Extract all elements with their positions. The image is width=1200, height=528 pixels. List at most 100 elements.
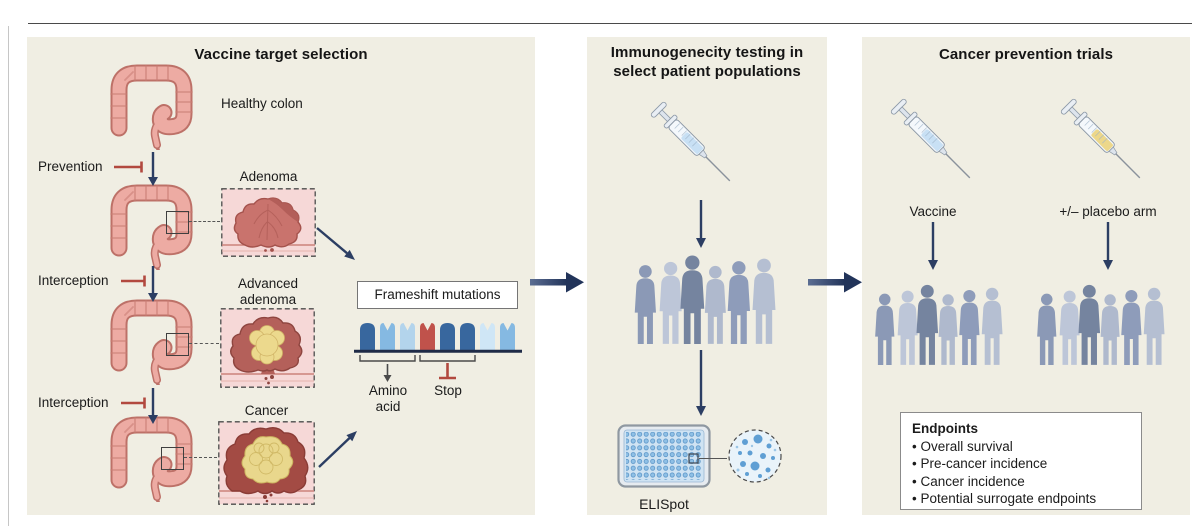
inhibition-bar-icon bbox=[114, 161, 143, 173]
person-silhouette bbox=[659, 261, 682, 344]
healthy-colon-label: Healthy colon bbox=[221, 96, 303, 111]
peptide-block-medium bbox=[380, 323, 395, 350]
person-silhouette bbox=[938, 294, 958, 365]
person-silhouette bbox=[1037, 293, 1057, 365]
peptide-block-medium bbox=[500, 323, 515, 350]
middle-title-line2: select patient populations bbox=[613, 63, 801, 80]
person-silhouette bbox=[981, 287, 1003, 365]
down-arrow-icon bbox=[148, 266, 158, 302]
peptide-block-red bbox=[420, 323, 435, 350]
callout-dash-line bbox=[189, 221, 220, 222]
bullet: • bbox=[912, 491, 917, 506]
down-arrow-icon bbox=[696, 200, 706, 248]
middle-panel-title: Immunogenecity testing in select patient… bbox=[587, 43, 827, 81]
colon-icon bbox=[110, 299, 193, 385]
advanced-adenoma-illustration bbox=[220, 308, 315, 388]
peptide-block-dark bbox=[440, 323, 455, 350]
person-silhouette bbox=[752, 258, 776, 344]
down-arrow-icon bbox=[1103, 222, 1113, 270]
callout-dash-line bbox=[184, 457, 217, 458]
down-arrow-icon bbox=[148, 152, 158, 186]
peptide-block-pale bbox=[480, 323, 495, 350]
inhibition-bar-icon bbox=[121, 275, 146, 287]
small-down-arrow-icon bbox=[383, 375, 392, 382]
person-silhouette bbox=[1078, 284, 1101, 365]
stop-label: Stop bbox=[434, 383, 462, 398]
amino-acid-line1: Amino bbox=[368, 383, 408, 398]
bracket-amino-acid bbox=[359, 355, 416, 362]
person-silhouette bbox=[916, 284, 939, 365]
person-silhouette bbox=[959, 289, 980, 365]
advanced-adenoma-line2: adenoma bbox=[239, 292, 297, 307]
interception-label-1: Interception bbox=[38, 273, 109, 288]
endpoint-item: • Cancer incidence bbox=[912, 473, 1130, 491]
person-silhouette bbox=[1143, 287, 1165, 365]
amino-acid-label: Amino acid bbox=[356, 383, 420, 415]
cancer-label: Cancer bbox=[244, 403, 289, 418]
person-silhouette bbox=[727, 261, 750, 344]
peptide-block-dark bbox=[360, 323, 375, 350]
interception-label-2: Interception bbox=[38, 395, 109, 410]
elispot-plate-icon bbox=[617, 424, 711, 488]
endpoint-item: • Pre-cancer incidence bbox=[912, 455, 1130, 473]
prevention-label: Prevention bbox=[38, 159, 103, 174]
down-arrow-icon bbox=[148, 388, 158, 424]
diagonal-arrow-icon bbox=[318, 431, 357, 468]
cancer-illustration bbox=[218, 421, 315, 505]
syringe-icon bbox=[890, 98, 971, 179]
people-crowd-icon bbox=[875, 284, 1003, 365]
callout-line bbox=[699, 458, 727, 459]
person-silhouette bbox=[1059, 290, 1080, 365]
vaccine-label: Vaccine bbox=[909, 204, 957, 219]
peptide-block-dark bbox=[460, 323, 475, 350]
top-rule bbox=[28, 23, 1192, 24]
endpoint-text: Potential surrogate endpoints bbox=[920, 491, 1097, 506]
well-callout-square bbox=[688, 453, 699, 464]
bullet: • bbox=[912, 438, 917, 454]
bullet: • bbox=[912, 473, 917, 489]
down-arrow-icon bbox=[928, 222, 938, 270]
right-flow-arrow-icon bbox=[808, 272, 862, 293]
placebo-arm-label: +/– placebo arm bbox=[1059, 204, 1157, 219]
endpoint-text: Overall survival bbox=[920, 438, 1013, 454]
callout-dash-line bbox=[189, 343, 219, 344]
colon-icon bbox=[110, 416, 193, 502]
endpoints-box: Endpoints • Overall survival • Pre-cance… bbox=[900, 412, 1142, 510]
person-silhouette bbox=[1100, 294, 1120, 365]
colon-icon bbox=[110, 184, 193, 270]
adenoma-label: Adenoma bbox=[239, 169, 298, 184]
person-silhouette bbox=[875, 293, 895, 365]
people-crowd-icon bbox=[1037, 284, 1165, 365]
person-silhouette bbox=[680, 255, 705, 344]
right-panel-title: Cancer prevention trials bbox=[938, 46, 1114, 63]
adenoma-illustration bbox=[221, 188, 316, 257]
people-crowd-icon bbox=[634, 255, 776, 344]
frameshift-mutations-box: Frameshift mutations bbox=[357, 281, 518, 309]
peptide-block-light bbox=[400, 323, 415, 350]
peptide-sequence-diagram bbox=[354, 323, 522, 382]
left-edge-line bbox=[8, 26, 9, 526]
endpoints-title: Endpoints bbox=[912, 421, 978, 436]
colon-icon bbox=[110, 64, 193, 150]
person-silhouette bbox=[704, 265, 726, 344]
person-silhouette bbox=[634, 265, 656, 344]
zoom-callout-square bbox=[161, 447, 184, 470]
endpoint-text: Pre-cancer incidence bbox=[920, 456, 1048, 471]
inhibition-bar-icon bbox=[121, 397, 146, 409]
right-flow-arrow-icon bbox=[530, 272, 584, 293]
endpoint-item: • Potential surrogate endpoints bbox=[912, 490, 1130, 508]
endpoint-item: • Overall survival bbox=[912, 438, 1130, 456]
bracket-stop bbox=[419, 355, 476, 362]
amino-acid-line2: acid bbox=[375, 399, 401, 414]
bullet: • bbox=[912, 456, 917, 471]
syringe-icon bbox=[650, 101, 731, 182]
middle-title-line1: Immunogenecity testing in bbox=[610, 44, 804, 61]
left-panel-title: Vaccine target selection bbox=[194, 46, 368, 63]
endpoint-text: Cancer incidence bbox=[920, 473, 1025, 489]
diagonal-arrow-icon bbox=[316, 227, 355, 260]
person-silhouette bbox=[897, 290, 918, 365]
elispot-label: ELISpot bbox=[639, 496, 689, 512]
down-arrow-icon bbox=[696, 350, 706, 416]
magnified-well-icon bbox=[728, 429, 782, 483]
